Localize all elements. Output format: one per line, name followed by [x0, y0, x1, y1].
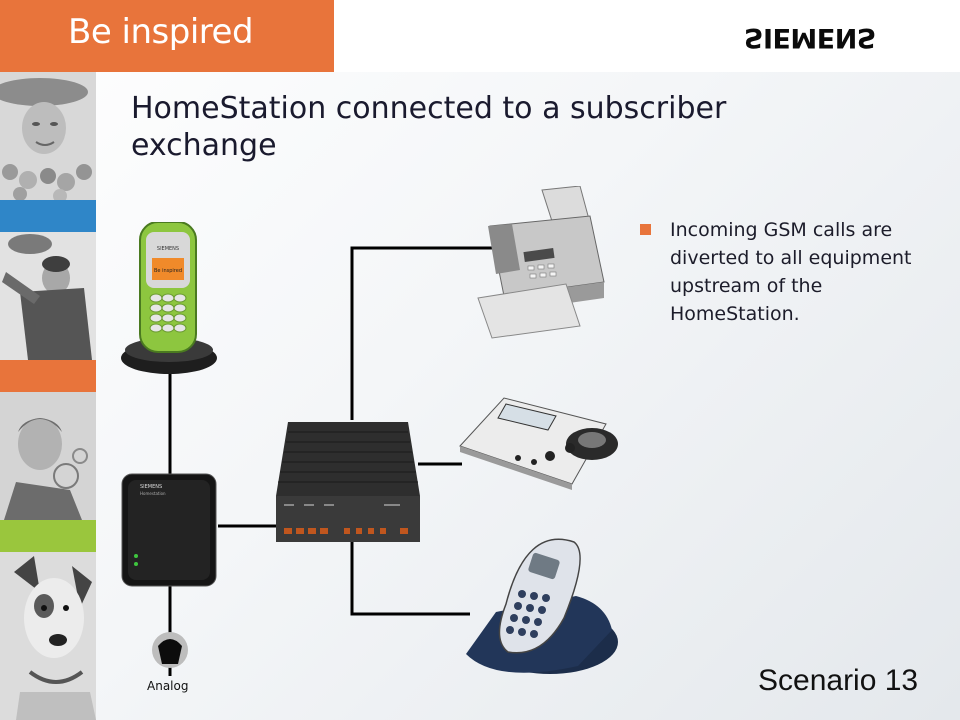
wire-exchange-fax — [350, 246, 500, 420]
gsm-handset: SIEMENS Be inspired — [116, 221, 222, 378]
fax-machine — [470, 185, 608, 340]
bullet-square-icon — [640, 224, 651, 235]
woman-photo — [0, 72, 96, 200]
strip-green — [0, 520, 96, 552]
bubble-photo — [0, 392, 96, 520]
logo-area — [334, 0, 960, 72]
svg-text:SIEMENS: SIEMENS — [140, 484, 162, 490]
homestation: SIEMENS Homestation — [120, 472, 218, 588]
fax-machine-icon — [477, 185, 605, 339]
tagline: Be inspired — [68, 12, 254, 52]
svg-text:Be inspired: Be inspired — [154, 268, 182, 274]
strip-blue — [0, 200, 96, 232]
dog-photo — [0, 552, 96, 720]
homestation-icon: SIEMENS Homestation — [121, 473, 217, 587]
cordless-phone-icon — [466, 538, 618, 674]
header-bar: Be inspired — [0, 0, 334, 72]
bullet-text: Incoming GSM calls are diverted to all e… — [670, 219, 912, 325]
exchange-box-icon — [276, 422, 420, 542]
answering-machine — [458, 396, 620, 490]
bullet-list: Incoming GSM calls are diverted to all e… — [638, 216, 938, 328]
svg-text:SIEMENS: SIEMENS — [157, 246, 179, 252]
analog-label: Analog — [147, 679, 189, 693]
slide-title: HomeStation connected to a subscriber ex… — [131, 91, 727, 163]
wire-exchange-cordless — [350, 542, 470, 616]
scenario-label: Scenario 13 — [758, 664, 919, 697]
answering-machine-icon — [459, 397, 618, 490]
man-photo — [0, 232, 96, 360]
analog-socket — [148, 632, 192, 672]
subscriber-exchange — [274, 420, 422, 544]
bullet-item: Incoming GSM calls are diverted to all e… — [638, 216, 938, 328]
mobile-phone-icon: SIEMENS Be inspired — [121, 221, 217, 374]
svg-text:Homestation: Homestation — [140, 491, 166, 496]
strip-orange — [0, 360, 96, 392]
photo-strip — [0, 72, 96, 720]
phone-socket-icon — [152, 632, 188, 668]
cordless-phone — [456, 534, 624, 682]
